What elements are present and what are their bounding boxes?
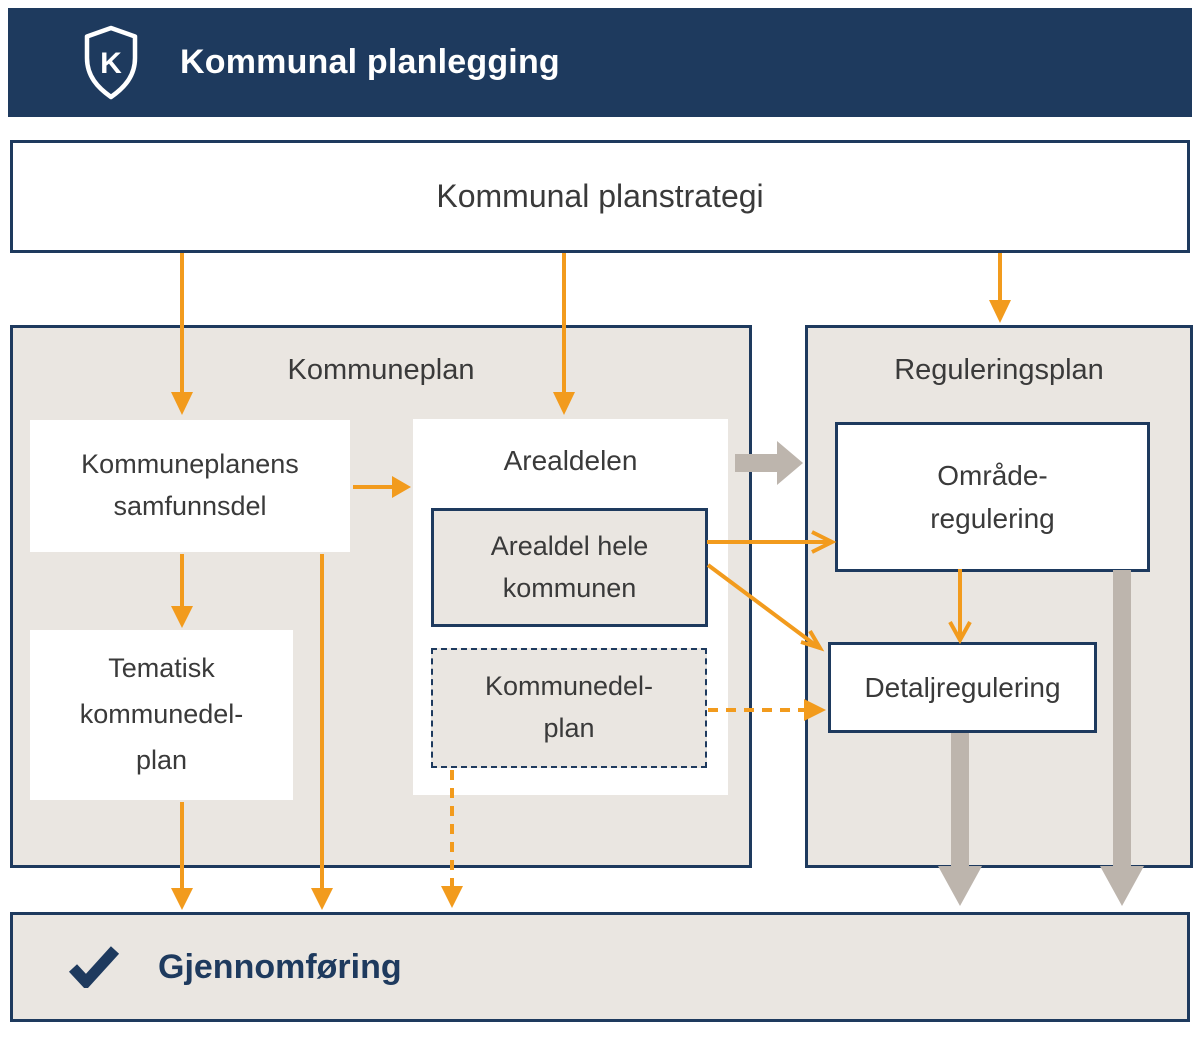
detaljregulering-label: Detaljregulering [864, 671, 1061, 703]
kommunedelplan-label: Kommunedel- plan [484, 671, 654, 743]
gjennomforing-label: Gjennomføring [158, 947, 402, 986]
detaljregulering-box: Detaljregulering [828, 642, 1097, 733]
gjennomforing-bar: Gjennomføring [10, 912, 1190, 1022]
tematisk-kommunedelplan-box: Tematisk kommunedel- plan [30, 630, 293, 800]
kommunal-planstrategi-box: Kommunal planstrategi [10, 140, 1190, 253]
shield-k-icon: K [82, 25, 140, 101]
shield-letter: K [100, 47, 122, 80]
omraaderegulering-box: Område- regulering [835, 422, 1150, 572]
kommunal-planstrategi-label: Kommunal planstrategi [436, 178, 764, 214]
kommuneplanens-samfunnsdel-box: Kommuneplanens samfunnsdel [30, 420, 350, 552]
arealdel-hele-kommunen-box: Arealdel hele kommunen [431, 508, 708, 627]
kommuneplanens-samfunnsdel-label: Kommuneplanens samfunnsdel [81, 449, 299, 521]
reguleringsplan-panel: Reguleringsplan [805, 325, 1193, 868]
tematisk-kommunedelplan-label: Tematisk kommunedel- plan [79, 653, 244, 775]
page-title: Kommunal planlegging [180, 43, 560, 81]
arealdelen-label: Arealdelen [503, 445, 638, 476]
header-bar: K Kommunal planlegging [8, 8, 1192, 117]
reguleringsplan-title: Reguleringsplan [894, 354, 1104, 386]
arealdel-hele-kommunen-label: Arealdel hele kommunen [490, 530, 649, 603]
checkmark-icon [68, 946, 120, 991]
arrow-planstrategi-to-reguleringsplan [989, 253, 1011, 323]
kommunedelplan-box: Kommunedel- plan [431, 648, 707, 768]
kommuneplan-title: Kommuneplan [287, 354, 475, 386]
omraaderegulering-label: Område- regulering [930, 459, 1055, 534]
